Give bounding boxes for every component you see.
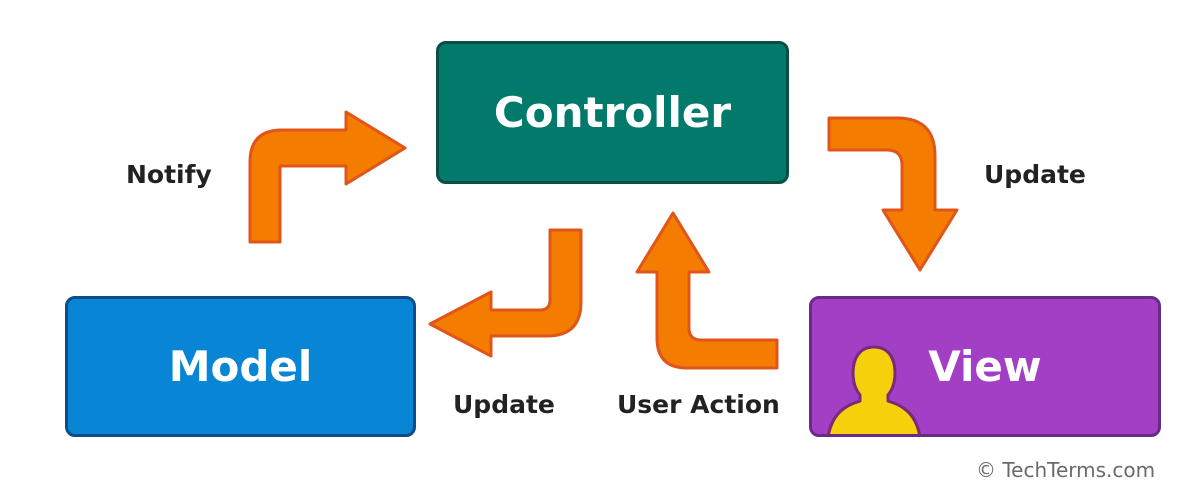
update-model-arrow-icon: [428, 228, 583, 358]
view-box: View: [809, 296, 1161, 437]
user-action-arrow-icon: [635, 211, 779, 370]
notify-label: Notify: [126, 160, 212, 189]
view-label: View: [928, 342, 1042, 391]
user-action-label: User Action: [617, 390, 780, 419]
controller-label: Controller: [493, 88, 732, 137]
model-label: Model: [168, 342, 313, 391]
copyright-notice: © TechTerms.com: [976, 458, 1156, 482]
update-view-label: Update: [984, 160, 1086, 189]
model-box: Model: [65, 296, 416, 437]
notify-arrow-icon: [248, 110, 407, 244]
update-view-arrow-icon: [827, 116, 959, 272]
user-silhouette-icon: [827, 345, 921, 434]
update-model-label: Update: [453, 390, 555, 419]
controller-box: Controller: [436, 41, 789, 184]
